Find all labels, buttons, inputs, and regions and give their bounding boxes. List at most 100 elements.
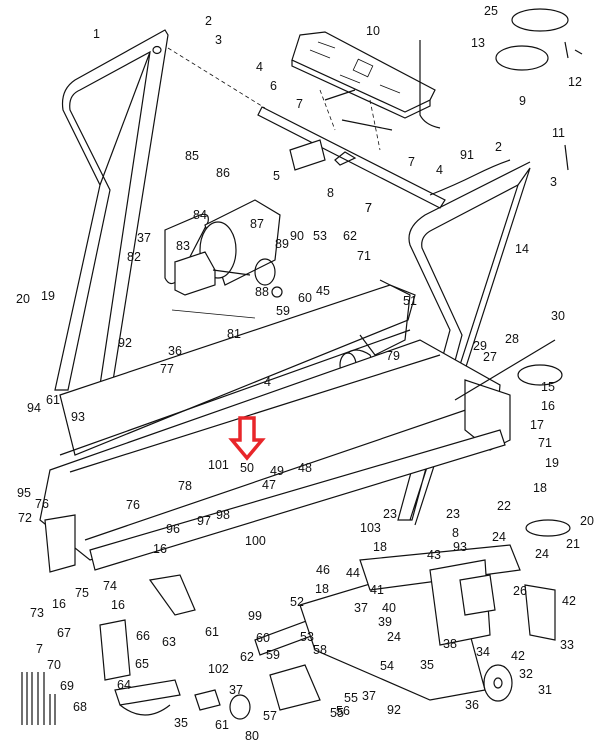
part-label-bracket: 103	[360, 521, 381, 535]
part-label-endcap: 74	[103, 579, 117, 593]
part-label-front-roller: 79	[386, 349, 400, 363]
part-label-terminal-block: 34	[476, 645, 490, 659]
part-label-bolt: 3	[215, 33, 222, 47]
console-drawing	[291, 31, 436, 119]
part-label-bolt: 55	[344, 691, 358, 705]
part-label-spacer: 93	[453, 540, 467, 554]
motor-assembly-drawing	[164, 199, 283, 319]
part-label-motor-bolt: 86	[216, 166, 230, 180]
part-label-rear-roller: 100	[245, 534, 266, 548]
part-label-washer: 16	[111, 598, 125, 612]
part-label-side-cover: 17	[530, 418, 544, 432]
part-label-incline-frame: 39	[378, 615, 392, 629]
part-label-right-upright: 14	[515, 242, 529, 256]
part-label-motor: 87	[250, 217, 264, 231]
part-label-screw: 42	[562, 594, 576, 608]
part-label-nut: 37	[137, 231, 151, 245]
part-label-nut: 92	[387, 703, 401, 717]
part-label-nut: 35	[174, 716, 188, 730]
part-label-washer: 82	[127, 250, 141, 264]
part-label-isolator: 88	[255, 285, 269, 299]
part-label-incline-actuator: 56	[336, 704, 350, 718]
part-label-motor-mount: 83	[176, 239, 190, 253]
part-label-bolt: 36	[465, 698, 479, 712]
part-label-screw: 18	[315, 582, 329, 596]
part-label-bracket: 8	[327, 186, 334, 200]
part-label-motor-bolt: 81	[227, 327, 241, 341]
part-label-bolt: 15	[541, 380, 555, 394]
part-label-wire: 21	[566, 537, 580, 551]
part-label-circuit-breaker: 38	[443, 637, 457, 651]
part-label-bolt: 20	[16, 292, 30, 306]
part-label-nut: 2	[495, 140, 502, 154]
part-label-bracket: 33	[560, 638, 574, 652]
part-label-bolt: 20	[580, 514, 594, 528]
part-label-screw: 61	[215, 718, 229, 732]
power-cord-drawing	[454, 339, 571, 537]
part-label-bolt: 3	[550, 175, 557, 189]
part-label-bracket: 52	[290, 595, 304, 609]
part-label-washer: 89	[275, 237, 289, 251]
part-label-base: 22	[497, 499, 511, 513]
part-label-spacer: 93	[71, 410, 85, 424]
part-label-screw: 76	[35, 497, 49, 511]
part-label-pulse-strap: 9	[519, 94, 526, 108]
part-label-hex-key: 11	[552, 126, 565, 140]
part-label-screw: 71	[357, 249, 371, 263]
part-label-motor-hood: 77	[160, 362, 174, 376]
part-label-screw: 59	[276, 304, 290, 318]
part-label-chest-strap: 25	[484, 4, 498, 18]
part-label-strain-relief: 28	[505, 332, 519, 346]
part-label-screw: 41	[370, 583, 384, 597]
part-label-screw: 27	[483, 350, 497, 364]
part-label-fuse: 29	[473, 339, 487, 353]
part-label-washer: 19	[41, 289, 55, 303]
part-label-plate: 43	[427, 548, 441, 562]
part-label-washer: 16	[52, 597, 66, 611]
part-label-wheel: 32	[519, 667, 533, 681]
part-label-bolt: 31	[538, 683, 552, 697]
part-label-tie: 67	[57, 626, 71, 640]
part-label-magnet: 60	[298, 291, 312, 305]
part-label-washer: 19	[545, 456, 559, 470]
part-label-screw: 7	[408, 155, 415, 169]
part-label-motor-hood-end: 51	[403, 294, 417, 308]
part-label-reed-switch: 62	[240, 650, 254, 664]
part-label-nut: 92	[118, 336, 132, 350]
part-label-foot: 94	[27, 401, 41, 415]
part-label-screw: 53	[313, 229, 327, 243]
part-label-tray-bracket: 64	[117, 678, 131, 692]
part-label-screw: 61	[46, 393, 60, 407]
part-label-clip: 70	[47, 658, 61, 672]
part-label-bolt: 23	[446, 507, 460, 521]
part-label-nut: 8	[452, 526, 459, 540]
part-label-nut: 37	[229, 683, 243, 697]
left-upright-drawing	[54, 29, 169, 391]
part-label-left-upright: 1	[93, 27, 100, 41]
part-label-screw: 42	[511, 649, 525, 663]
part-label-nut: 2	[205, 14, 212, 28]
part-label-screw: 61	[205, 625, 219, 639]
part-label-incline-motor-bracket: 54	[380, 659, 394, 673]
part-label-walking-deck: 50	[240, 461, 254, 475]
part-label-frame: 48	[298, 461, 312, 475]
part-label-screw: 24	[535, 547, 549, 561]
part-label-console: 10	[366, 24, 380, 38]
part-label-flywheel: 84	[193, 208, 207, 222]
part-label-walking-belt: 47	[262, 478, 276, 492]
part-label-spacer: 97	[197, 514, 211, 528]
part-label-bolt: 73	[30, 606, 44, 620]
part-label-wheel: 80	[245, 729, 259, 743]
part-label-nut: 37	[362, 689, 376, 703]
part-label-drive-belt: 85	[185, 149, 199, 163]
part-label-roller-bolt: 66	[136, 629, 150, 643]
part-label-screw: 24	[387, 630, 401, 644]
part-label-rail-end: 95	[17, 486, 31, 500]
part-label-pulley: 58	[313, 643, 327, 657]
part-label-screw: 71	[538, 436, 552, 450]
part-label-crossbar: 6	[270, 79, 277, 93]
part-label-rear-endcap: 75	[75, 586, 89, 600]
part-label-leg: 102	[208, 662, 229, 676]
part-label-tray: 65	[135, 657, 149, 671]
part-label-strap-clip: 12	[568, 75, 582, 89]
